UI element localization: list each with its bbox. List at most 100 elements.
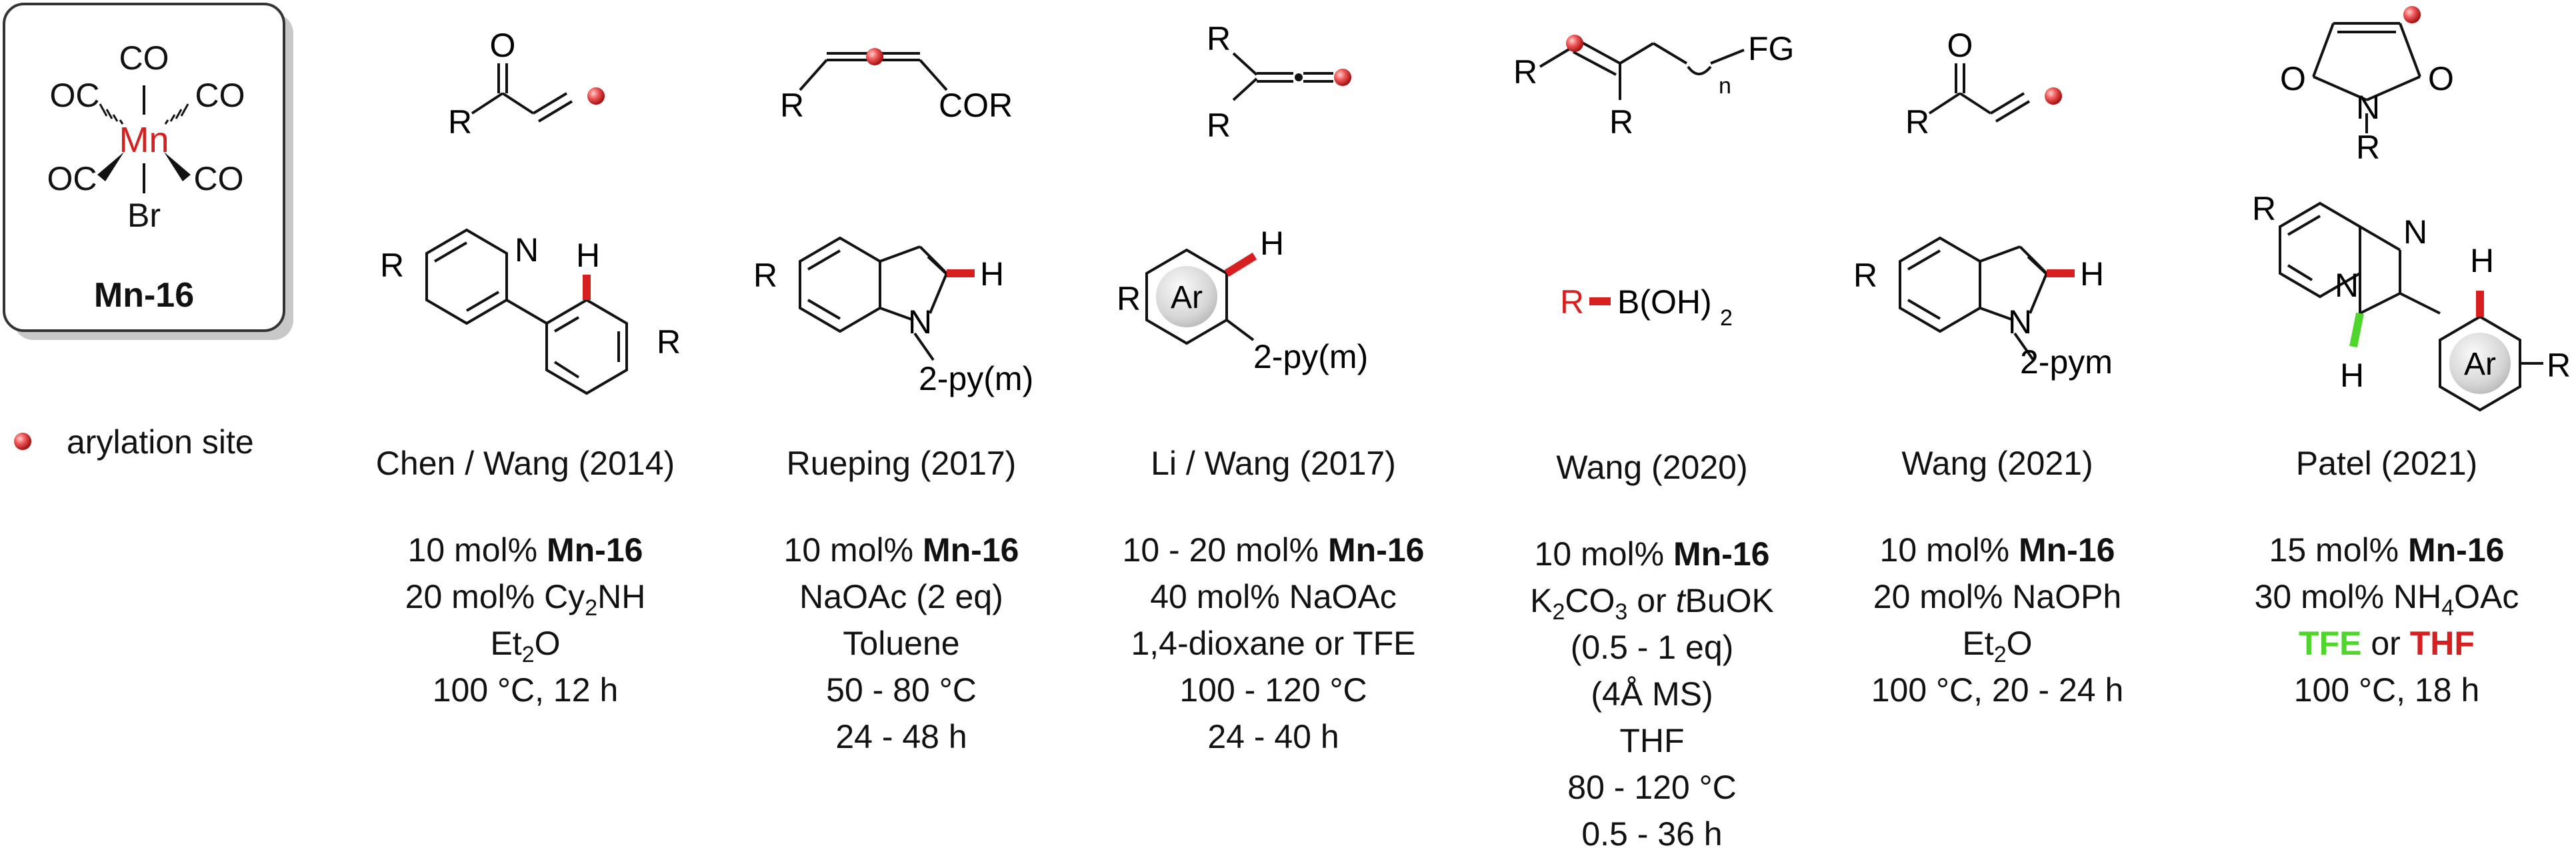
catalyst-loading: 10 - 20 mol% Mn-16 — [1122, 531, 1425, 569]
time: 0.5 - 36 h — [1581, 815, 1723, 853]
arylation-dot-2 — [866, 48, 883, 65]
catalyst-loading: 10 mol% Mn-16 — [1879, 531, 2115, 569]
catalyst-loading: 10 mol% Mn-16 — [783, 531, 1019, 569]
substrate-indole-1 — [799, 236, 949, 361]
ar-dg: 2-py(m) — [1253, 338, 1368, 375]
imid-r: R — [2252, 190, 2276, 227]
allene-r1: R — [1207, 20, 1231, 57]
legend-dot — [14, 433, 31, 450]
imid-n1: N — [2403, 213, 2427, 251]
pyr-n: N — [515, 231, 539, 269]
boronic-b: B(OH) — [1617, 283, 1712, 321]
ind-dg: 2-py(m) — [919, 360, 1033, 397]
ind2-r: R — [1853, 257, 1877, 294]
additive: 40 mol% NaOAc — [1150, 578, 1397, 615]
catalyst-metal: Mn — [119, 120, 169, 160]
catalyst-loading: 10 mol% Mn-16 — [407, 531, 643, 569]
column-li-wang-2017: Li / Wang (2017) 10 - 20 mol% Mn-16 40 m… — [1100, 440, 1447, 760]
partner-enone-3 — [1928, 63, 2031, 123]
ind2-dg: 2-pym — [2020, 343, 2113, 381]
substrate-indole-2 — [1899, 236, 2049, 361]
column-chen-wang-2014: Chen / Wang (2014) 10 mol% Mn-16 20 mol%… — [352, 440, 699, 713]
column-reference: Wang (2020) — [1556, 449, 1748, 486]
imid-h1: H — [2470, 242, 2494, 279]
additive: 20 mol% NaOPh — [1873, 578, 2122, 615]
time: 24 - 48 h — [835, 718, 967, 755]
pyr-r: R — [380, 247, 404, 284]
boronic-r: R — [1560, 283, 1584, 321]
ind-r: R — [753, 257, 777, 294]
maleimide-o2: O — [2428, 60, 2454, 97]
allene-center — [1295, 73, 1303, 81]
imid-r2: R — [2547, 347, 2571, 384]
solvent: 1,4-dioxane or TFE — [1131, 625, 1416, 662]
column-patel-2021: Patel (2021) 15 mol% Mn-16 30 mol% NH4OA… — [2213, 440, 2560, 713]
additive: NaOAc (2 eq) — [799, 578, 1003, 615]
solvent: TFE or THF — [2299, 625, 2475, 662]
column-wang-2020: Wang (2020) 10 mol% Mn-16 K2CO3 or tBuOK… — [1479, 444, 1825, 857]
catalyst-ligand-lower-right: CO — [194, 160, 244, 197]
ar-r: R — [1117, 280, 1141, 317]
time: 24 - 40 h — [1207, 718, 1339, 755]
highlight-bond-3 — [1224, 252, 1257, 277]
molecular-sieves: (4Å MS) — [1591, 675, 1713, 713]
maleimide-n: N — [2356, 89, 2380, 126]
catalyst-loading: 15 mol% Mn-16 — [2269, 531, 2505, 569]
catalyst-loading: 10 mol% Mn-16 — [1534, 535, 1770, 573]
solvent: Et2O — [490, 625, 561, 667]
maleimide-r: R — [2356, 129, 2380, 166]
partner-maleimide — [2312, 22, 2421, 133]
temperature: 50 - 80 °C — [826, 671, 977, 709]
catalyst-ligand-upper-left: OC — [50, 77, 100, 114]
temperature-time: 100 °C, 18 h — [2293, 671, 2480, 709]
partner-enone-1 — [471, 63, 573, 123]
base-equivalents: (0.5 - 1 eq) — [1570, 629, 1734, 666]
catalyst-name: Mn-16 — [94, 276, 194, 315]
catalyst-halide: Br — [127, 197, 161, 234]
ind-h: H — [980, 255, 1004, 293]
temperature-time: 100 °C, 12 h — [432, 671, 619, 709]
imid-ar: Ar — [2464, 347, 2496, 382]
highlight-bond-6-green — [2349, 312, 2364, 348]
column-reference: Patel (2021) — [2295, 445, 2478, 482]
imid-arene-circle — [2449, 333, 2511, 394]
solvent-tfe: TFE — [2299, 625, 2362, 662]
column-reference: Wang (2021) — [1901, 445, 2093, 482]
ind2-h: H — [2080, 255, 2104, 293]
partner-allene — [1232, 52, 1333, 101]
legend: arylation site — [14, 423, 254, 461]
partner-enone-1-r: R — [448, 103, 472, 141]
imid-h2: H — [2340, 357, 2364, 394]
arene-circle — [1156, 266, 1217, 327]
arylation-dot-1 — [587, 87, 605, 105]
catalyst-ligand-upper-right: CO — [195, 77, 245, 114]
column-reference: Chen / Wang (2014) — [375, 445, 675, 482]
catalyst-box: CO OC CO OC CO Mn Br Mn-16 — [3, 3, 293, 340]
ind-n: N — [908, 303, 932, 341]
ene-cor: COR — [939, 87, 1013, 124]
ene-r: R — [780, 87, 804, 124]
temperature-time: 100 °C, 20 - 24 h — [1871, 671, 2124, 709]
column-reference: Li / Wang (2017) — [1151, 445, 1396, 482]
pyr-r2: R — [657, 323, 681, 361]
imid-n2: N — [2335, 267, 2359, 304]
partner-enone-1-o: O — [490, 27, 516, 64]
ar-label: Ar — [1171, 280, 1203, 315]
solvent: THF — [1619, 722, 1685, 759]
alkene-r1: R — [1513, 53, 1537, 91]
additive: 30 mol% NH4OAc — [2254, 578, 2519, 621]
arylation-dot-6 — [2403, 6, 2421, 23]
alkene-fg: FG — [1748, 30, 1794, 67]
arylation-dot-5 — [2045, 87, 2062, 105]
column-wang-2021: Wang (2021) 10 mol% Mn-16 20 mol% NaOPh … — [1824, 440, 2171, 713]
solvent-thf: THF — [2409, 625, 2475, 662]
solvent: Toluene — [843, 625, 960, 662]
allene-r2: R — [1207, 107, 1231, 144]
temperature: 100 - 120 °C — [1179, 671, 1367, 709]
ind2-n: N — [2008, 303, 2032, 341]
additive: 20 mol% Cy2NH — [405, 578, 646, 621]
arylation-dot-3 — [1334, 69, 1351, 86]
pyr-h: H — [576, 237, 600, 274]
alkene-r2: R — [1609, 103, 1633, 141]
